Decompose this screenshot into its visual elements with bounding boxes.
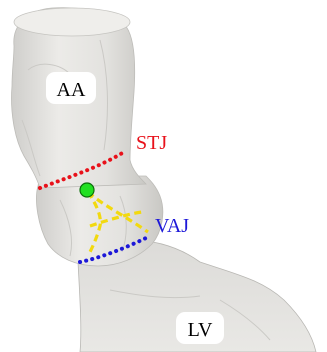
lv-label: LV <box>188 319 213 341</box>
vessel-top-rim <box>14 8 130 36</box>
landmark-marker <box>80 183 94 197</box>
vaj-label: VAJ <box>155 215 189 237</box>
aa-label: AA <box>57 79 86 101</box>
aa-label-group: AA <box>46 72 96 104</box>
stj-label: STJ <box>136 132 167 154</box>
lv-label-group: LV <box>176 312 224 344</box>
